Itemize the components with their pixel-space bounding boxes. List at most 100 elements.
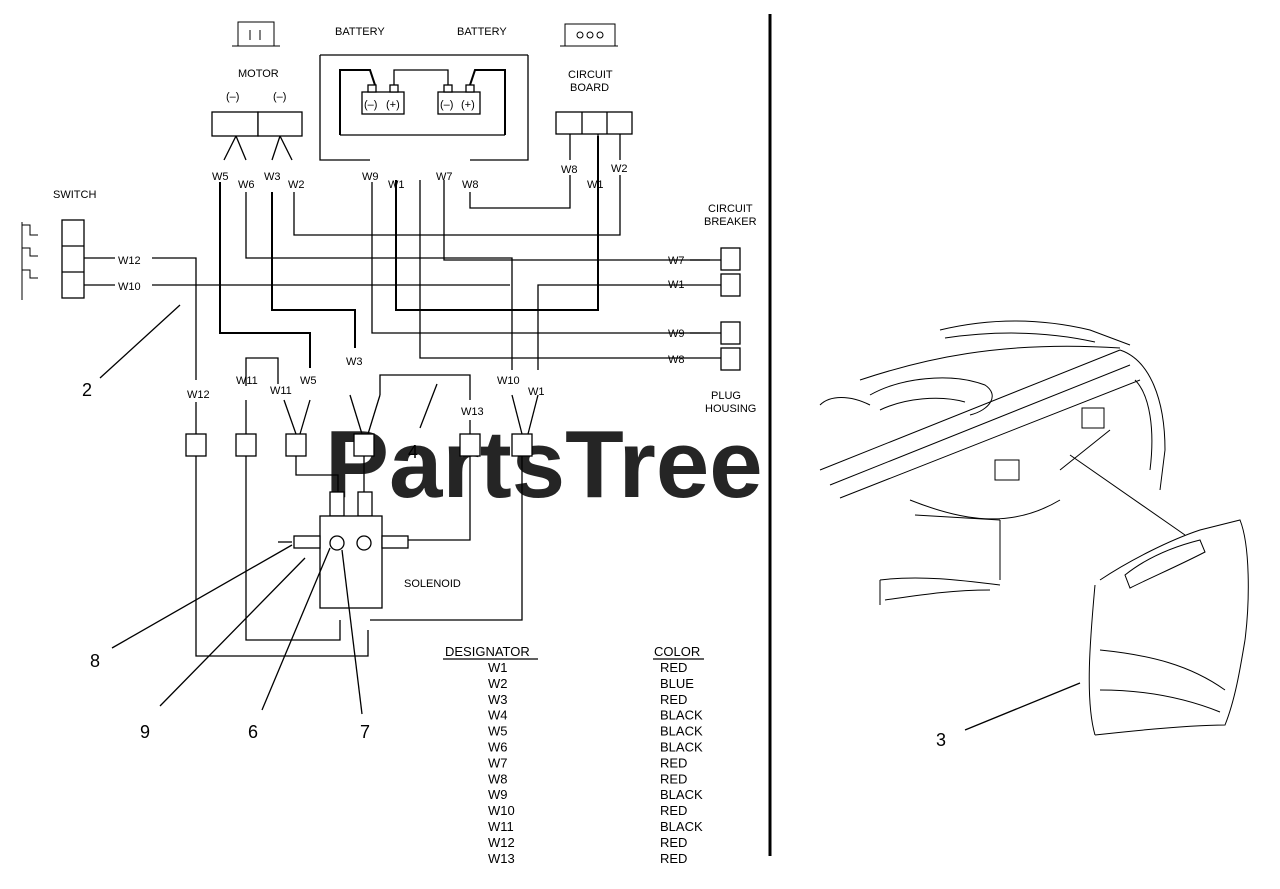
table-cell-designator: W10 xyxy=(488,803,515,818)
wire-label: W1 xyxy=(528,386,545,398)
table-cell-designator: W12 xyxy=(488,835,515,850)
wire-label: W2 xyxy=(288,179,305,191)
table-cell-designator: W11 xyxy=(488,819,514,834)
callout-8: 8 xyxy=(90,651,100,671)
table-cell-color: BLACK xyxy=(660,740,703,755)
wire-label: W3 xyxy=(264,171,281,183)
battery-1-neg-label: (–) xyxy=(364,99,377,111)
table-cell-color: BLACK xyxy=(660,787,703,802)
wire-label: W9 xyxy=(668,328,685,340)
battery-2-neg-label: (–) xyxy=(440,99,453,111)
motor-label: MOTOR xyxy=(238,68,279,80)
wire-label: W5 xyxy=(300,375,317,387)
switch-symbol-icon xyxy=(21,222,38,300)
plug-housing-terminal-2 xyxy=(720,347,741,371)
callout-9: 9 xyxy=(140,722,150,742)
wire-label: W8 xyxy=(462,179,479,191)
circuit-board-label-2: BOARD xyxy=(570,82,609,94)
table-cell-designator: W5 xyxy=(488,724,508,739)
connector-w12 xyxy=(185,433,207,457)
wire-label: W9 xyxy=(362,171,379,183)
table-header-color: COLOR xyxy=(654,644,700,659)
motor-neg-right-label: (–) xyxy=(273,91,286,103)
table-cell-color: RED xyxy=(660,755,687,770)
wire-label: W5 xyxy=(212,171,229,183)
table-cell-color: BLACK xyxy=(660,724,703,739)
wire-label: W12 xyxy=(118,255,141,267)
solenoid xyxy=(293,491,409,609)
wire-label: W1 xyxy=(388,179,405,191)
table-cell-designator: W4 xyxy=(488,708,508,723)
table-cell-designator: W3 xyxy=(488,692,508,707)
table-cell-color: RED xyxy=(660,851,687,866)
wire-label: W10 xyxy=(118,281,141,293)
wire-label: W8 xyxy=(561,164,578,176)
wire-label: W1 xyxy=(668,279,685,291)
wire-label: W2 xyxy=(611,163,628,175)
table-cell-color: BLUE xyxy=(660,676,694,691)
connector-w11 xyxy=(235,433,257,457)
table-cell-color: BLACK xyxy=(660,819,703,834)
connector-w13 xyxy=(459,433,481,457)
wire-label: W11 xyxy=(236,375,258,387)
wire-label: W7 xyxy=(668,255,685,267)
table-cell-designator: W7 xyxy=(488,755,508,770)
table-cell-designator: W13 xyxy=(488,851,515,866)
table-cell-designator: W6 xyxy=(488,740,508,755)
wire-label: W1 xyxy=(587,179,604,191)
connector-w10-w1 xyxy=(511,433,533,457)
circuit-breaker-label-1: CIRCUIT xyxy=(708,203,753,215)
motor-connector-right xyxy=(257,111,303,137)
plug-housing-terminal-1 xyxy=(720,321,741,345)
table-cell-color: RED xyxy=(660,803,687,818)
motor-neg-left-label: (–) xyxy=(226,91,239,103)
wire-label: W13 xyxy=(461,406,484,418)
wire-label: W10 xyxy=(497,375,520,387)
battery-2 xyxy=(437,91,481,115)
circuit-board-connector xyxy=(555,111,633,135)
circuit-breaker-label-2: BREAKER xyxy=(704,216,757,228)
wire-runs xyxy=(84,134,721,657)
plug-housing-label-1: PLUG xyxy=(711,390,741,402)
table-cell-color: RED xyxy=(660,660,687,675)
motor-connector-left xyxy=(211,111,259,137)
wire-label: W3 xyxy=(346,356,363,368)
wire-label: W11 xyxy=(270,385,292,397)
switch-label: SWITCH xyxy=(53,189,96,201)
callout-2: 2 xyxy=(82,380,92,400)
table-cell-color: RED xyxy=(660,835,687,850)
battery-left-label: BATTERY xyxy=(335,26,385,38)
installation-sketch xyxy=(819,320,1249,736)
table-cell-designator: W9 xyxy=(488,787,508,802)
wire-label: W12 xyxy=(187,389,210,401)
callout-4: 4 xyxy=(408,442,418,462)
watermark: PartsTree xyxy=(325,411,763,518)
plug-housing-label-2: HOUSING xyxy=(705,403,756,415)
callout-leaders xyxy=(99,304,1081,731)
wire-label: W6 xyxy=(238,179,255,191)
table-cell-designator: W2 xyxy=(488,676,508,691)
callout-3: 3 xyxy=(936,730,946,750)
battery-1-pos-label: (+) xyxy=(386,99,400,111)
circuit-board-label-1: CIRCUIT xyxy=(568,69,613,81)
battery-right-label: BATTERY xyxy=(457,26,507,38)
table-cell-color: RED xyxy=(660,692,687,707)
table-cell-designator: W8 xyxy=(488,771,508,786)
wire-labels: W5 W6 W3 W2 W9 W1 W7 W8 W8 W1 W2 W12 W10… xyxy=(118,163,685,418)
table-cell-color: BLACK xyxy=(660,708,703,723)
battery-pack xyxy=(319,54,529,161)
wire-label: W7 xyxy=(436,171,453,183)
callout-6: 6 xyxy=(248,722,258,742)
circuit-breaker-terminal-2 xyxy=(720,273,741,297)
table-cell-designator: W1 xyxy=(488,660,508,675)
circuit-breaker-terminal-1 xyxy=(720,247,741,271)
solenoid-label: SOLENOID xyxy=(404,578,461,590)
circuit-board-symbol-icon xyxy=(560,23,618,47)
wire-label: W8 xyxy=(668,354,685,366)
switch-connector xyxy=(61,219,85,299)
table-cell-color: RED xyxy=(660,771,687,786)
connector-w3 xyxy=(353,433,375,457)
callout-7: 7 xyxy=(360,722,370,742)
